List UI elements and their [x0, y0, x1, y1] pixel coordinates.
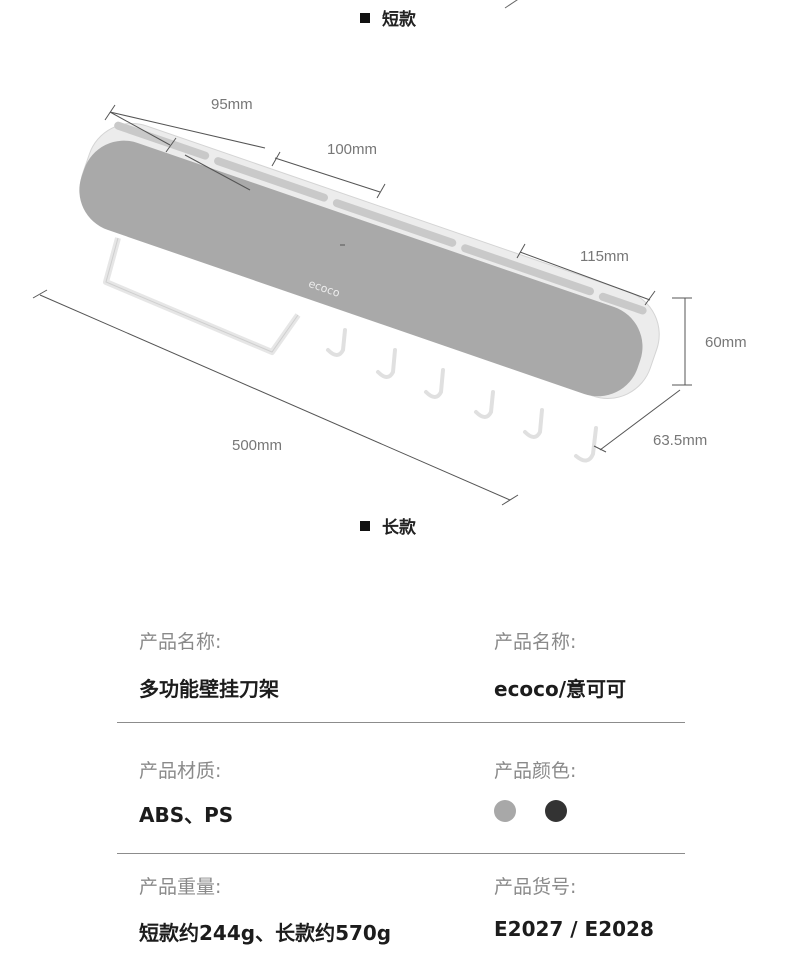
square-bullet-icon [360, 12, 370, 23]
hooks [326, 328, 598, 463]
square-bullet-icon [360, 520, 370, 531]
spec-label-material: 产品材质: [139, 760, 222, 782]
spec-label-color: 产品颜色: [494, 760, 577, 782]
color-swatch-gray [494, 800, 516, 822]
variant-short-heading: 短款 [360, 5, 416, 30]
spec-value-material: ABS、PS [139, 803, 234, 827]
variant-short-label: 短款 [382, 10, 416, 30]
dim-height: 60mm [705, 334, 747, 351]
spec-label-weight: 产品重量: [139, 876, 222, 898]
spec-value-weight: 短款约244g、长款约570g [139, 921, 392, 945]
dim-slot3: 115mm [580, 248, 629, 265]
dim-length: 500mm [232, 437, 283, 454]
variant-long-label: 长款 [382, 518, 416, 538]
product-illustration [32, 0, 692, 506]
dimension-lines [32, 104, 692, 506]
spec-label-sku: 产品货号: [494, 876, 577, 898]
spec-label-name: 产品名称: [139, 631, 222, 653]
spec-label-brand: 产品名称: [494, 631, 577, 653]
spec-value-name: 多功能壁挂刀架 [139, 677, 279, 701]
divider [117, 722, 685, 723]
divider [117, 853, 685, 854]
dim-slot1: 95mm [211, 96, 253, 113]
variant-long-heading: 长款 [360, 513, 416, 538]
spec-value-brand: ecoco/意可可 [494, 677, 627, 701]
color-swatch-black [545, 800, 567, 822]
spec-value-sku: E2027 / E2028 [494, 917, 654, 941]
dim-slot2: 100mm [327, 141, 378, 158]
dim-depth: 63.5mm [653, 432, 708, 449]
